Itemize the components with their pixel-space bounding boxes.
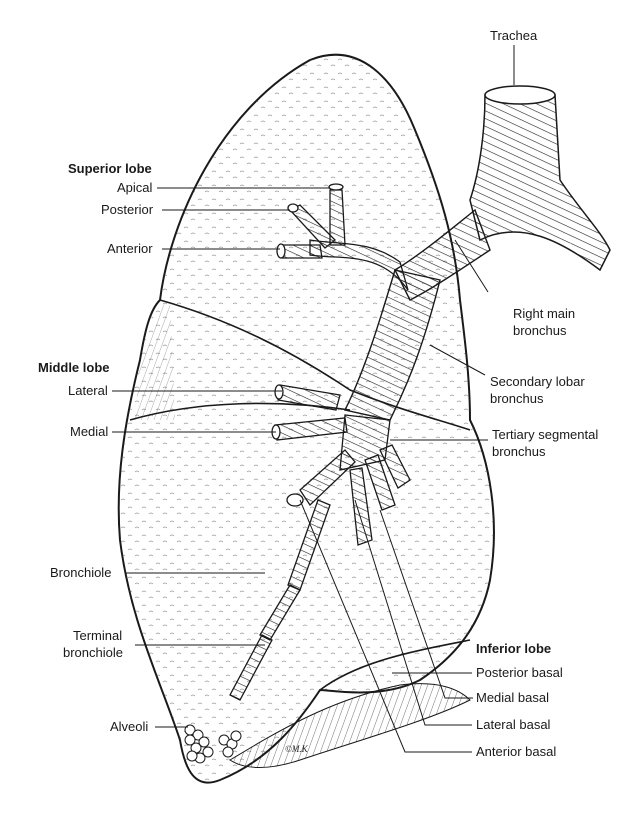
label-posterior-basal: Posterior basal (476, 665, 563, 681)
label-secondary-lobar-bronchus-1: Secondary lobar (490, 374, 585, 390)
label-alveoli: Alveoli (110, 719, 148, 735)
label-tertiary-segmental-bronchus-1: Tertiary segmental (492, 427, 598, 443)
trachea-tube (470, 86, 610, 270)
label-lateral: Lateral (68, 383, 108, 399)
label-bronchiole: Bronchiole (50, 565, 111, 581)
label-superior-lobe: Superior lobe (68, 161, 152, 177)
label-inferior-lobe: Inferior lobe (476, 641, 551, 657)
middle-lobe-hatching (135, 300, 175, 420)
label-terminal-bronchiole-1: Terminal (73, 628, 122, 644)
label-anterior: Anterior (107, 241, 153, 257)
label-apical: Apical (117, 180, 152, 196)
label-medial-basal: Medial basal (476, 690, 549, 706)
label-right-main-bronchus-2: bronchus (513, 323, 566, 339)
label-tertiary-segmental-bronchus-2: bronchus (492, 444, 545, 460)
artist-signature: ©M.K (285, 744, 309, 754)
label-secondary-lobar-bronchus-2: bronchus (490, 391, 543, 407)
label-middle-lobe: Middle lobe (38, 360, 110, 376)
label-medial: Medial (70, 424, 108, 440)
label-trachea: Trachea (490, 28, 537, 44)
label-lateral-basal: Lateral basal (476, 717, 550, 733)
label-posterior: Posterior (101, 202, 153, 218)
label-anterior-basal: Anterior basal (476, 744, 556, 760)
label-right-main-bronchus-1: Right main (513, 306, 575, 322)
label-terminal-bronchiole-2: bronchiole (63, 645, 123, 661)
